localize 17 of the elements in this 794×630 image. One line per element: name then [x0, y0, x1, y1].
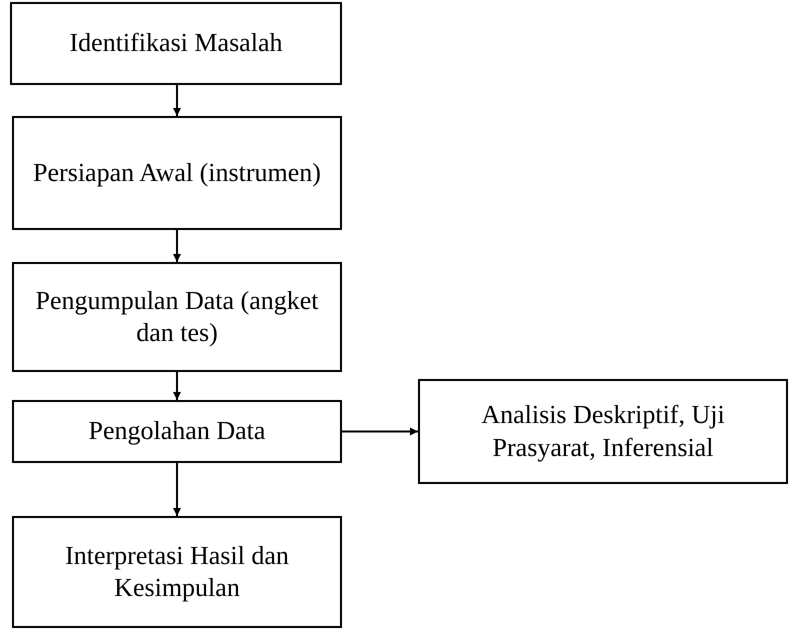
box-text: Pengumpulan Data (angket dan tes)	[34, 284, 320, 349]
arrow	[342, 428, 418, 436]
box-text: Analisis Deskriptif, Uji Prasyarat, Inferensial	[480, 399, 726, 464]
process-box	[12, 116, 342, 230]
box-text: Identifikasi Masalah	[70, 27, 282, 60]
arrow	[173, 463, 181, 516]
process-box	[12, 262, 342, 372]
arrow	[173, 372, 181, 400]
arrow	[173, 230, 181, 262]
process-box	[12, 516, 342, 628]
box-text: Interpretasi Hasil dan Kesimpulan	[64, 540, 290, 604]
process-box	[12, 400, 342, 463]
arrow	[173, 85, 181, 116]
box-text: Pengolahan Data	[88, 415, 266, 448]
process-box	[10, 2, 342, 85]
box-text: Persiapan Awal (instrumen)	[33, 156, 321, 189]
process-box	[418, 379, 788, 484]
